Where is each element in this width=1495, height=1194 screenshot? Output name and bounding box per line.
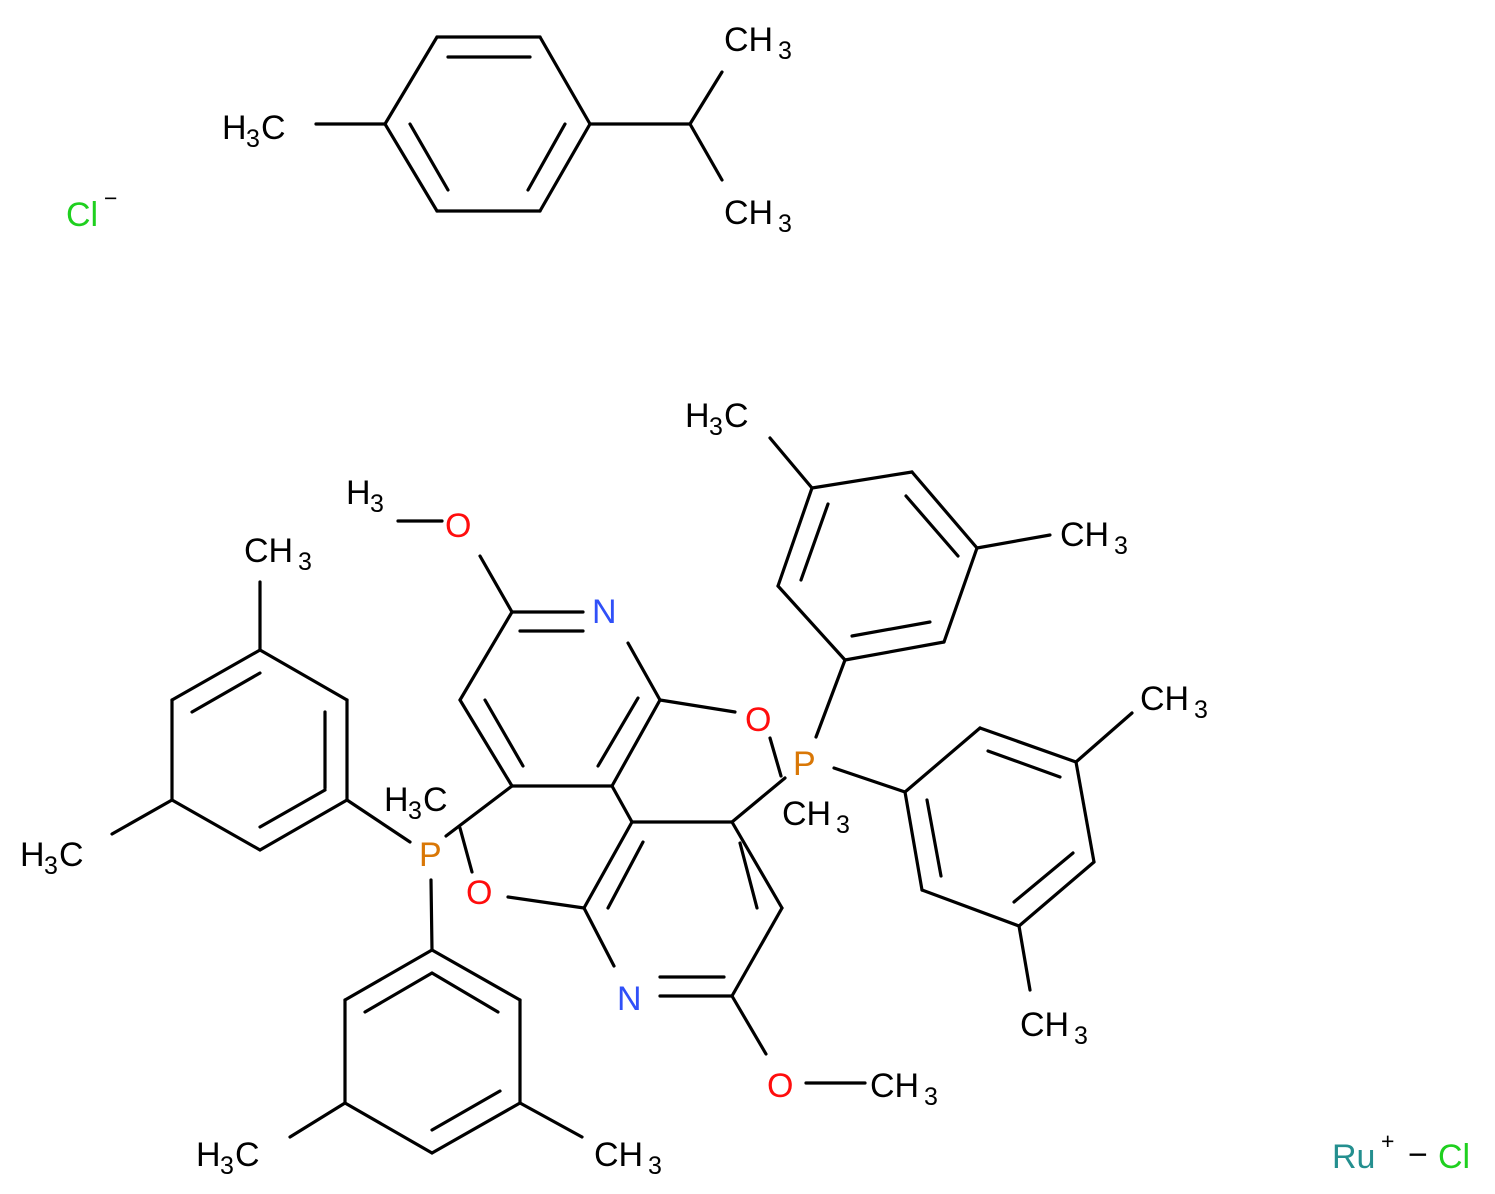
xylyl-bottom-bonds: [288, 878, 584, 1155]
svg-text:H: H: [20, 836, 45, 874]
cymene-methyl-bottom: CH 3: [724, 194, 792, 238]
phosphorus-left: P: [419, 836, 442, 874]
ru-chlorine-label: Cl: [1438, 1138, 1470, 1176]
xylyl-top-right-methyl-2: CH 3: [1060, 516, 1128, 560]
cymene-bonds: [314, 35, 724, 213]
svg-text:3: 3: [648, 1152, 662, 1180]
svg-text:CH: CH: [1020, 1006, 1069, 1044]
svg-text:CH: CH: [870, 1067, 919, 1105]
svg-text:3: 3: [1114, 532, 1128, 560]
svg-text:3: 3: [408, 797, 422, 825]
xylyl-right-methyl-1: CH 3: [1140, 680, 1208, 724]
svg-text:CH: CH: [724, 194, 773, 232]
ruthenium-label: Ru: [1332, 1138, 1375, 1176]
xylyl-right-methyl-2: CH 3: [1020, 1006, 1088, 1050]
svg-text:H: H: [384, 781, 409, 819]
svg-text:C: C: [423, 781, 448, 819]
cymene-methyl-left: H 3 C: [222, 109, 286, 153]
methyl-fragment-right: CH 3: [782, 795, 850, 839]
methoxy-top-left: H 3 O: [346, 474, 471, 545]
chloride-charge: −: [104, 185, 117, 211]
xylyl-bottom-methyl-2: CH 3: [594, 1136, 662, 1180]
xylyl-left-methyl-2: H 3 C: [20, 836, 84, 880]
svg-text:3: 3: [1194, 696, 1208, 724]
chloride-anion-label: Cl: [66, 196, 98, 234]
svg-text:H: H: [196, 1136, 221, 1174]
svg-text:3: 3: [778, 210, 792, 238]
svg-text:3: 3: [924, 1083, 938, 1111]
oxygen-right: O: [745, 701, 771, 739]
svg-text:CH: CH: [782, 795, 831, 833]
xylyl-right-bonds: [832, 711, 1134, 992]
nitrogen-top: N: [592, 593, 617, 631]
ruthenium-chloride: Ru + − Cl: [1332, 1128, 1470, 1176]
svg-text:CH: CH: [724, 21, 773, 59]
xylyl-top-right-methyl-1: H 3 C: [685, 397, 749, 441]
svg-text:H: H: [346, 474, 371, 512]
svg-text:3: 3: [220, 1152, 234, 1180]
svg-text:O: O: [445, 507, 471, 545]
nitrogen-bottom: N: [617, 980, 642, 1018]
svg-text:H: H: [222, 109, 247, 147]
bipyridine-bonds: [396, 519, 867, 1085]
svg-text:C: C: [724, 397, 749, 435]
cymene-methyl-top: CH 3: [724, 21, 792, 65]
svg-text:C: C: [261, 109, 286, 147]
methoxy-bottom-right: O CH 3: [767, 1067, 938, 1111]
svg-text:3: 3: [44, 852, 58, 880]
xylyl-left-methyl-1: CH 3: [244, 532, 312, 576]
svg-text:3: 3: [836, 811, 850, 839]
svg-text:3: 3: [1074, 1022, 1088, 1050]
svg-text:H: H: [685, 397, 710, 435]
svg-text:CH: CH: [1060, 516, 1109, 554]
ruthenium-charge: +: [1381, 1128, 1394, 1154]
svg-text:3: 3: [778, 37, 792, 65]
svg-text:3: 3: [370, 490, 384, 518]
svg-text:3: 3: [298, 548, 312, 576]
svg-text:3: 3: [709, 413, 723, 441]
oxygen-left: O: [466, 874, 492, 912]
xylyl-left-bonds: [110, 580, 412, 852]
svg-text:C: C: [59, 836, 84, 874]
svg-text:C: C: [235, 1136, 260, 1174]
svg-text:CH: CH: [1140, 680, 1189, 718]
ru-cl-bond: −: [1408, 1136, 1428, 1174]
svg-text:CH: CH: [594, 1136, 643, 1174]
svg-text:3: 3: [246, 125, 260, 153]
xylyl-top-right-bonds: [768, 436, 1052, 739]
svg-text:CH: CH: [244, 532, 293, 570]
phosphorus-right: P: [793, 745, 816, 783]
methyl-fragment-left: H 3 C: [384, 781, 448, 825]
svg-text:O: O: [767, 1067, 793, 1105]
xylyl-bottom-methyl-1: H 3 C: [196, 1136, 260, 1180]
